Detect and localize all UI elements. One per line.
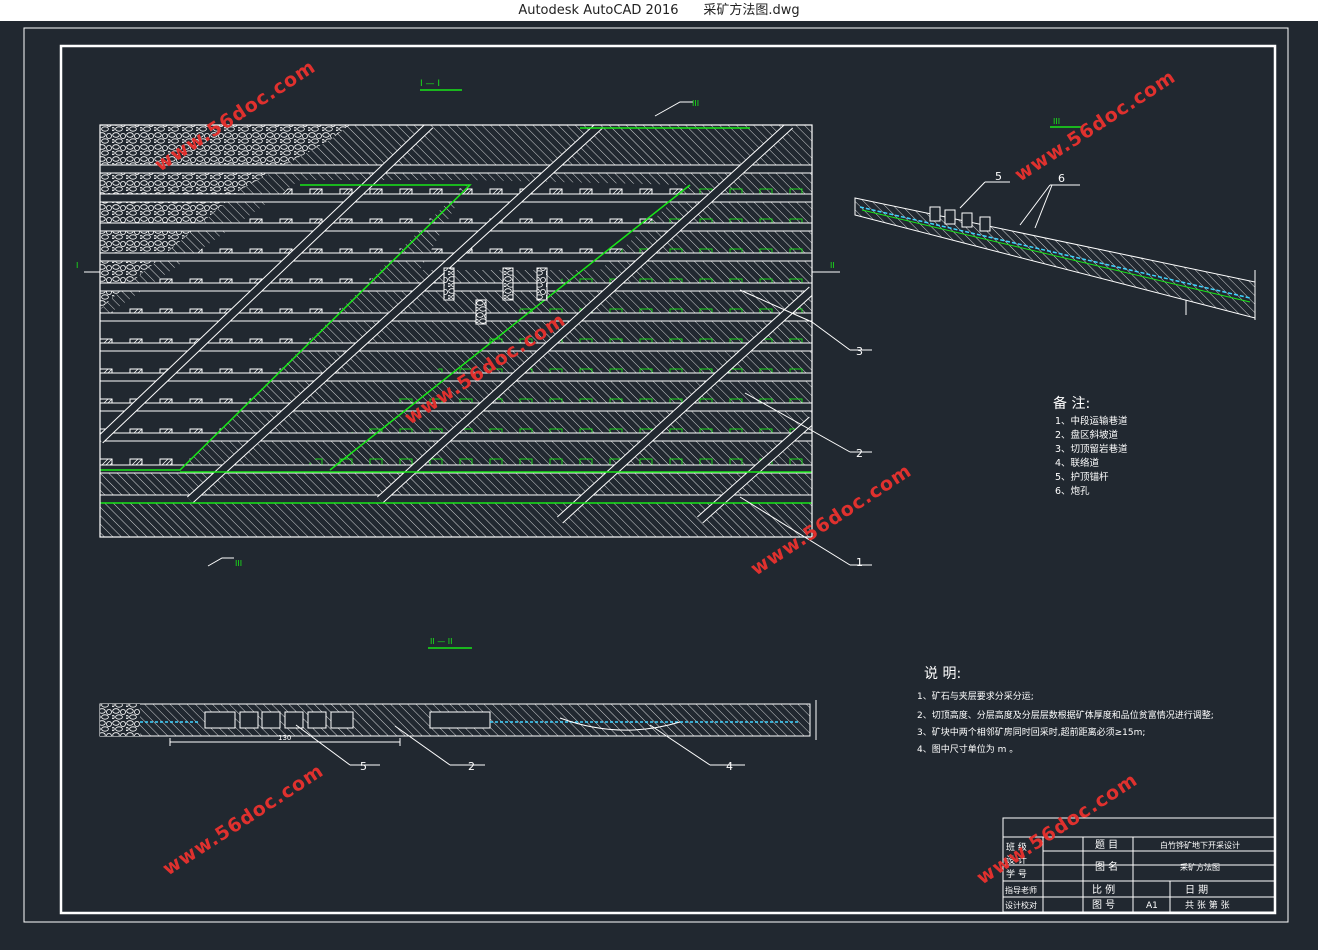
svg-text:4、联络道: 4、联络道 <box>1055 457 1100 469</box>
svg-text:采矿方法图: 采矿方法图 <box>1180 862 1220 872</box>
callout-2-section: 2 <box>394 725 485 773</box>
svg-text:1、中段运输巷道: 1、中段运输巷道 <box>1055 415 1128 427</box>
svg-text:I: I <box>76 261 78 270</box>
svg-text:130: 130 <box>278 734 291 742</box>
svg-text:2、盘区斜坡道: 2、盘区斜坡道 <box>1055 429 1119 441</box>
section-marker-II-right: II <box>812 261 840 273</box>
svg-text:2: 2 <box>856 447 863 460</box>
profile-view-III[interactable]: III 5 6 <box>854 117 1256 320</box>
svg-text:2、切顶高度、分层高度及分层层数根据矿体厚度和品位贫富情况进: 2、切顶高度、分层高度及分层层数根据矿体厚度和品位贫富情况进行调整; <box>917 709 1214 721</box>
svg-text:图 名: 图 名 <box>1095 860 1118 873</box>
svg-text:6、炮孔: 6、炮孔 <box>1055 485 1090 497</box>
svg-text:III: III <box>692 99 699 108</box>
svg-text:3、切顶留岩巷道: 3、切顶留岩巷道 <box>1055 443 1128 455</box>
svg-text:6: 6 <box>1058 172 1065 185</box>
svg-text:II — II: II — II <box>430 637 453 646</box>
svg-text:题 目: 题 目 <box>1095 839 1118 851</box>
svg-text:III: III <box>1053 117 1060 126</box>
notes-block: 说 明: 1、矿石与夹层要求分采分运; 2、切顶高度、分层高度及分层层数根据矿体… <box>917 666 1214 755</box>
svg-text:II: II <box>830 261 835 270</box>
remarks-block: 备 注: 1、中段运输巷道 2、盘区斜坡道 3、切顶留岩巷道 4、联络道 5、护… <box>1053 395 1128 497</box>
svg-text:设计校对: 设计校对 <box>1005 900 1037 910</box>
section-marker-III-top: III <box>654 99 699 117</box>
svg-text:1: 1 <box>856 556 863 569</box>
title-block <box>1002 817 1276 913</box>
callout-2: 2 <box>744 392 872 460</box>
svg-text:白竹铧矿地下开采设计: 白竹铧矿地下开采设计 <box>1160 840 1240 850</box>
outer-frame <box>23 27 1289 923</box>
section-view-II[interactable]: II — II 130 5 2 <box>99 637 817 773</box>
svg-text:2: 2 <box>468 760 475 773</box>
svg-text:4: 4 <box>726 760 733 773</box>
svg-text:www.56doc.com: www.56doc.com <box>159 760 328 880</box>
inner-frame <box>59 44 1277 915</box>
svg-text:设 计: 设 计 <box>1006 854 1027 866</box>
drawing-canvas[interactable]: I — I III III I II 3 2 1 III <box>0 21 1318 950</box>
svg-text:3、矿块中两个相邻矿房同时回采时,超前距离必须≥15m;: 3、矿块中两个相邻矿房同时回采时,超前距离必须≥15m; <box>917 726 1145 738</box>
svg-text:www.56doc.com: www.56doc.com <box>1011 66 1180 186</box>
svg-text:学 号: 学 号 <box>1006 868 1027 880</box>
file-name: 采矿方法图.dwg <box>703 3 800 18</box>
svg-text:说 明:: 说 明: <box>924 666 961 682</box>
svg-text:3: 3 <box>856 345 863 358</box>
callout-5-section: 5 <box>295 724 380 773</box>
svg-text:5: 5 <box>995 170 1002 183</box>
section-marker-III-bottom: III <box>207 557 242 568</box>
svg-text:共 张 第 张: 共 张 第 张 <box>1185 899 1230 911</box>
svg-text:1、矿石与夹层要求分采分运;: 1、矿石与夹层要求分采分运; <box>917 690 1034 702</box>
callout-3: 3 <box>739 289 872 358</box>
svg-text:班 级: 班 级 <box>1006 841 1027 853</box>
svg-text:图 号: 图 号 <box>1092 899 1115 911</box>
app-name: Autodesk AutoCAD 2016 <box>518 3 679 18</box>
svg-text:备 注:: 备 注: <box>1053 395 1090 412</box>
section-marker-plan-title: I — I <box>420 79 462 91</box>
callout-6-profile: 6 <box>1019 172 1080 229</box>
svg-text:指导老师: 指导老师 <box>1005 885 1037 895</box>
svg-text:比 例: 比 例 <box>1092 883 1115 896</box>
callout-5-profile: 5 <box>959 170 1010 209</box>
callout-4-section: 4 <box>649 724 745 773</box>
svg-text:5、护顶锚杆: 5、护顶锚杆 <box>1055 471 1109 483</box>
callout-1: 1 <box>739 496 872 569</box>
section-marker-I-left: I <box>76 261 100 273</box>
svg-text:4、图中尺寸单位为 m 。: 4、图中尺寸单位为 m 。 <box>917 743 1018 755</box>
title-block-text: 班 级 题 目 白竹铧矿地下开采设计 设 计 图 名 采矿方法图 学 号 指导老… <box>1005 839 1240 911</box>
window-title-bar: Autodesk AutoCAD 2016 采矿方法图.dwg <box>0 0 1318 21</box>
svg-text:III: III <box>235 559 242 568</box>
plan-view[interactable] <box>100 125 812 537</box>
svg-text:I — I: I — I <box>420 79 440 89</box>
svg-text:5: 5 <box>360 760 367 773</box>
svg-text:日 期: 日 期 <box>1185 884 1208 896</box>
svg-text:A1: A1 <box>1146 901 1158 911</box>
